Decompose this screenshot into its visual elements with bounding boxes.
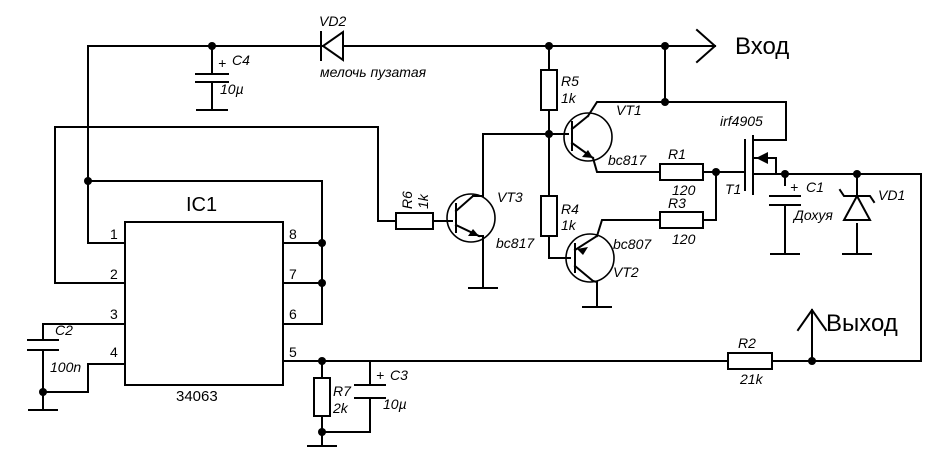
- vd2-note: мелочь пузатая: [320, 64, 427, 80]
- r6-value: 1k: [415, 193, 431, 209]
- c4-polarity: +: [218, 55, 226, 71]
- r4-value: 1k: [561, 217, 577, 233]
- c3-polarity: +: [376, 367, 384, 383]
- junctions: [39, 42, 861, 436]
- c3-value: 10µ: [383, 396, 407, 412]
- c4-ref: C4: [232, 52, 250, 68]
- resistor-r4: R4 1k: [540, 195, 579, 237]
- ic1-pin-8: 8: [289, 226, 297, 242]
- r3-ref: R3: [668, 195, 686, 211]
- r5-value: 1k: [561, 90, 577, 106]
- resistor-r1: R1 120: [659, 146, 704, 198]
- r6-ref: R6: [399, 191, 415, 209]
- capacitor-c2: C2 100n: [27, 322, 81, 375]
- vd2-ref: VD2: [319, 13, 346, 29]
- capacitor-c4: + C4 10µ: [195, 52, 250, 97]
- vt2-part: bc807: [613, 236, 652, 252]
- resistor-r2: R2 21k: [727, 335, 773, 387]
- resistor-r7: R7 2k: [313, 377, 352, 417]
- capacitor-c3: + C3 10µ: [354, 367, 408, 412]
- vt1-part: bc817: [608, 152, 647, 168]
- ic1-pin-3: 3: [110, 306, 118, 322]
- c3-ref: C3: [390, 367, 408, 383]
- input-terminal: Вход: [695, 28, 789, 64]
- resistor-r3: R3 120: [659, 195, 704, 247]
- ic1-pin-7: 7: [289, 266, 297, 282]
- vt3-ref: VT3: [497, 189, 523, 205]
- resistor-r5: R5 1k: [540, 69, 579, 111]
- ic1-part: 34063: [176, 388, 218, 405]
- ic1-pin-1: 1: [110, 226, 118, 242]
- vt2-ref: VT2: [613, 264, 639, 280]
- diode-vd1: VD1: [838, 184, 905, 221]
- ic1-pin-5: 5: [289, 344, 297, 360]
- wires: [42, 45, 922, 447]
- transistor-vt3: VT3 bc817: [446, 189, 535, 251]
- output-label: Выход: [826, 310, 898, 337]
- diode-vd2: VD2 мелочь пузатая: [319, 13, 427, 80]
- c1-ref: C1: [806, 179, 824, 195]
- output-terminal: Выход: [796, 308, 898, 337]
- mosfet-t1: irf4905 T1: [720, 113, 777, 197]
- ground-symbols: [28, 89, 872, 447]
- c1-value: Дохуя: [792, 207, 833, 223]
- vt3-part: bc817: [496, 235, 535, 251]
- capacitor-c1: + C1 Дохуя: [769, 179, 833, 223]
- transistor-vt1: VT1 bc817: [563, 102, 647, 168]
- r1-value: 120: [672, 182, 696, 198]
- c2-ref: C2: [55, 322, 73, 338]
- r2-value: 21k: [739, 371, 764, 387]
- vt1-ref: VT1: [616, 102, 642, 118]
- input-label: Вход: [735, 33, 789, 60]
- r5-ref: R5: [561, 73, 579, 89]
- c1-polarity: +: [790, 179, 798, 195]
- vd1-ref: VD1: [878, 187, 905, 203]
- r4-ref: R4: [561, 201, 579, 217]
- ic1-pin-2: 2: [110, 266, 118, 282]
- ic1-chip: IC1 34063 1 2 3 4 5 6 7 8: [110, 194, 297, 405]
- r7-ref: R7: [333, 383, 352, 399]
- ic1-pin-6: 6: [289, 306, 297, 322]
- r2-ref: R2: [738, 335, 756, 351]
- transistor-vt2: bc807 VT2: [565, 233, 652, 283]
- t1-part: irf4905: [720, 113, 763, 129]
- r3-value: 120: [672, 231, 696, 247]
- t1-ref: T1: [725, 181, 741, 197]
- c2-value: 100n: [50, 359, 81, 375]
- r7-value: 2k: [332, 400, 349, 416]
- ic1-ref: IC1: [186, 194, 217, 216]
- resistor-r6: R6 1k: [395, 191, 434, 230]
- c4-value: 10µ: [220, 81, 244, 97]
- r1-ref: R1: [668, 146, 686, 162]
- ic1-pin-4: 4: [110, 344, 118, 360]
